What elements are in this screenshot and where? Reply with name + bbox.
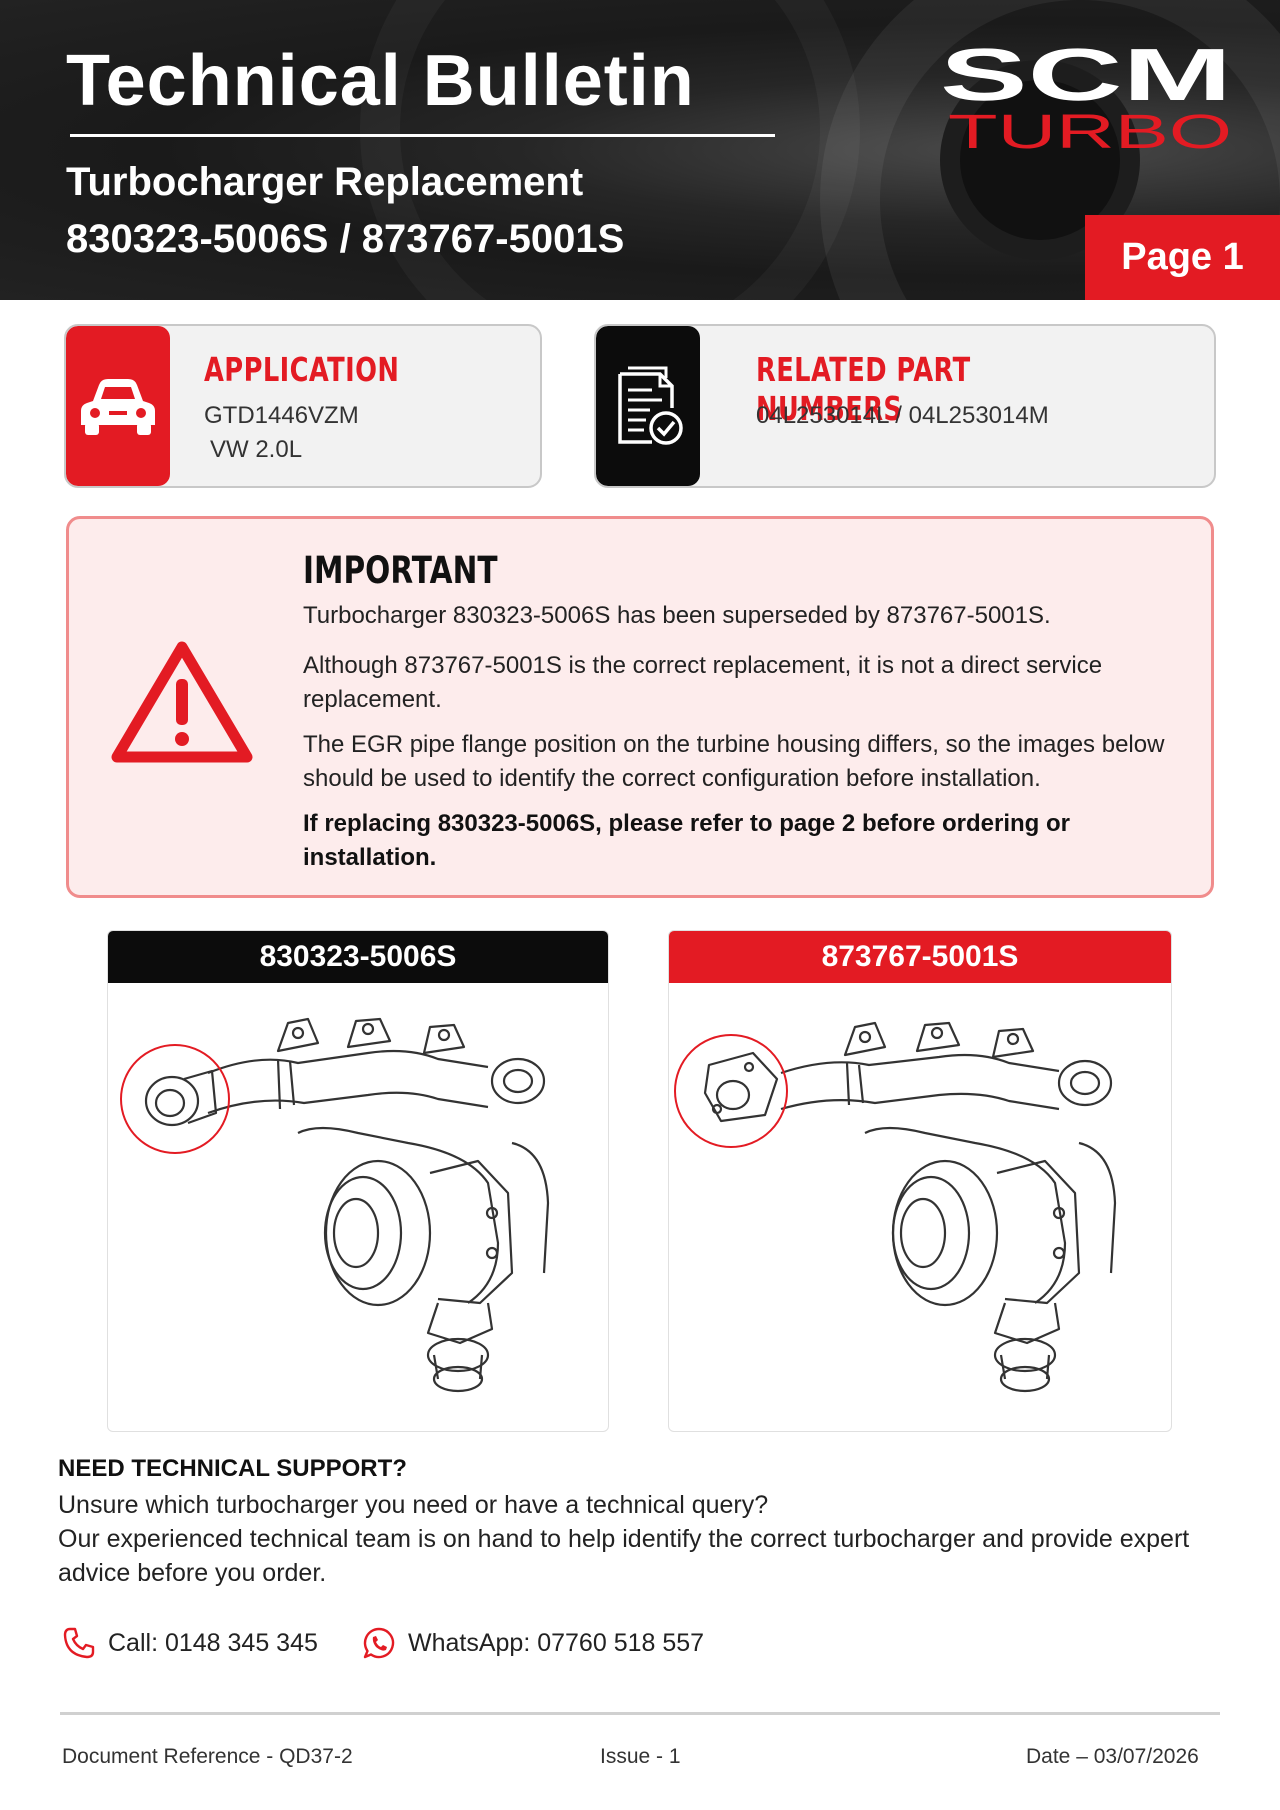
car-icon — [66, 326, 170, 486]
subtitle-line-1: Turbocharger Replacement — [66, 160, 584, 204]
page-subtitle: Turbocharger Replacement 830323-5006S / … — [66, 154, 624, 268]
header-banner: Technical Bulletin Turbocharger Replacem… — [0, 0, 1280, 300]
important-heading: IMPORTANT — [303, 549, 498, 592]
document-check-icon — [596, 326, 700, 486]
subtitle-line-2: 830323-5006S / 873767-5001S — [66, 217, 625, 261]
scm-turbo-logo: SCM TURBO — [940, 48, 1232, 153]
application-heading: APPLICATION — [204, 350, 400, 389]
important-supersede-text: Turbocharger 830323-5006S has been super… — [303, 602, 1051, 629]
issue-number: Issue - 1 — [600, 1745, 681, 1768]
issue-date: Date – 03/07/2026 — [1026, 1745, 1199, 1768]
old-turbo-drawing — [120, 1017, 550, 1393]
application-vehicle: VW 2.0L — [210, 436, 303, 463]
new-turbo-drawing — [674, 1021, 1117, 1393]
new-turbo-panel: 873767-5001S — [668, 930, 1172, 1432]
footer-divider — [60, 1712, 1220, 1715]
important-flange-text: The EGR pipe flange position on the turb… — [303, 731, 1165, 792]
page-title: Technical Bulletin — [66, 41, 695, 121]
svg-text:SCM: SCM — [940, 48, 1232, 116]
old-turbo-label: 830323-5006S — [108, 931, 608, 983]
support-question: Unsure which turbocharger you need or ha… — [58, 1491, 769, 1519]
svg-text:TURBO: TURBO — [948, 106, 1232, 153]
important-replacement-text: Although 873767-5001S is the correct rep… — [303, 652, 1103, 713]
page-number-tab: Page 1 — [1085, 215, 1280, 300]
support-heading: NEED TECHNICAL SUPPORT? — [58, 1455, 407, 1482]
new-turbo-label: 873767-5001S — [669, 931, 1171, 983]
whatsapp-number[interactable]: WhatsApp: 07760 518 557 — [408, 1628, 705, 1657]
whatsapp-contact[interactable]: WhatsApp: 07760 518 557 — [362, 1626, 704, 1660]
important-notice: IMPORTANT Turbocharger 830323-5006S has … — [66, 516, 1214, 898]
related-parts-numbers: 04L253014L / 04L253014M — [756, 402, 1049, 429]
old-turbo-panel: 830323-5006S — [107, 930, 609, 1432]
important-refer-text: If replacing 830323-5006S, please refer … — [303, 810, 1070, 871]
support-description: Our experienced technical team is on han… — [58, 1525, 1190, 1587]
related-parts-heading: RELATED PART NUMBERS — [756, 350, 971, 428]
related-parts-card: RELATED PART NUMBERS 04L253014L / 04L253… — [594, 324, 1216, 488]
title-divider — [70, 134, 775, 137]
phone-icon — [63, 1627, 95, 1659]
warning-triangle-icon — [111, 641, 253, 763]
call-number[interactable]: Call: 0148 345 345 — [108, 1628, 318, 1657]
application-model: GTD1446VZM — [204, 402, 359, 429]
whatsapp-icon — [363, 1627, 395, 1659]
document-reference: Document Reference - QD37-2 — [62, 1745, 353, 1768]
application-card: APPLICATION GTD1446VZM VW 2.0L — [64, 324, 542, 488]
call-contact[interactable]: Call: 0148 345 345 — [62, 1626, 318, 1660]
